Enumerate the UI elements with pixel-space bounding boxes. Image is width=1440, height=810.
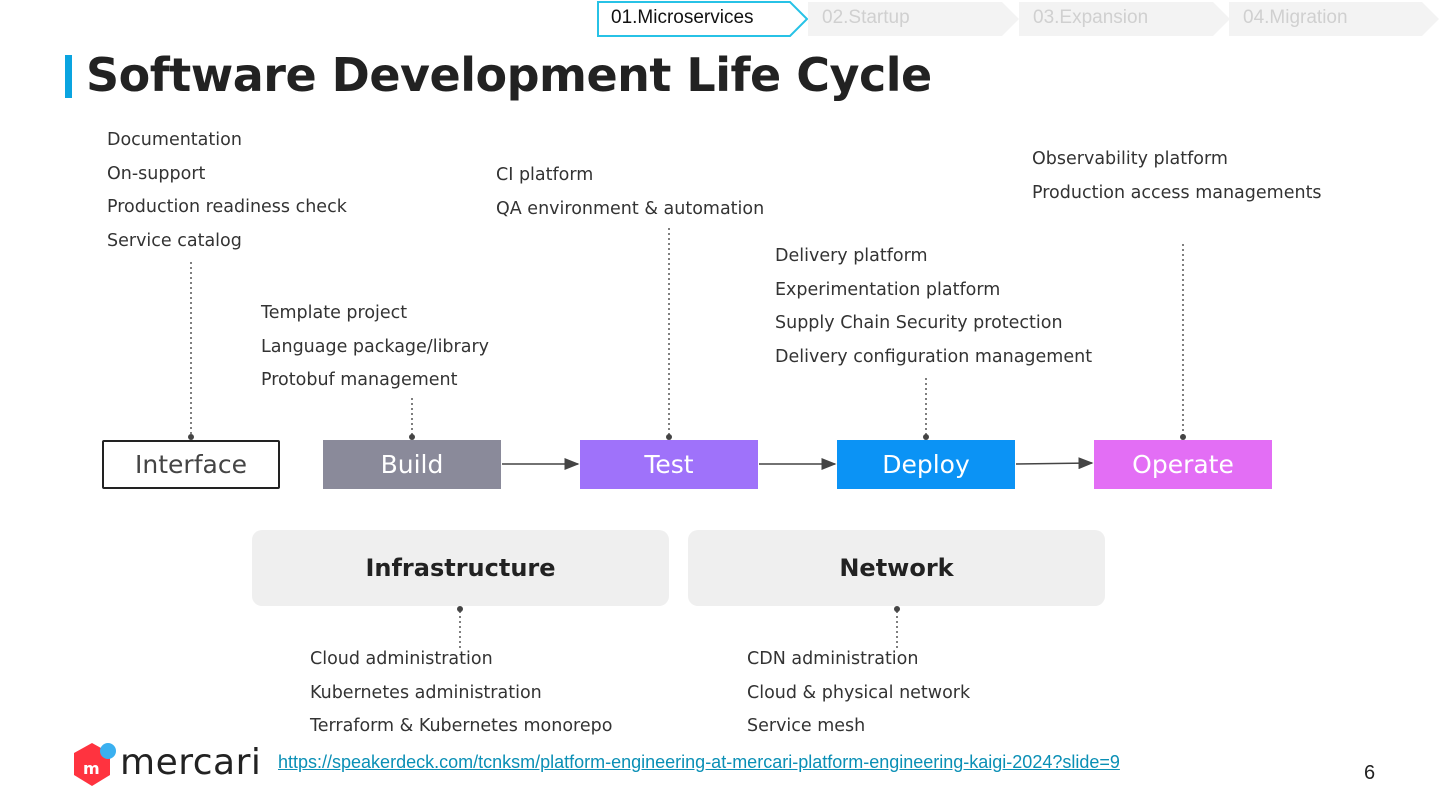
page-title: Software Development Life Cycle bbox=[86, 48, 932, 102]
list-item: Production access managements bbox=[1032, 182, 1322, 203]
breadcrumb-arrow-shape bbox=[1229, 2, 1439, 36]
network-list: CDN administration Cloud & physical netw… bbox=[747, 643, 970, 744]
list-item: Delivery configuration management bbox=[775, 346, 1093, 367]
breadcrumb-arrow-shape bbox=[808, 2, 1019, 36]
breadcrumb-label: 04.Migration bbox=[1243, 7, 1348, 28]
stage-test: Test bbox=[580, 440, 758, 489]
list-item: Kubernetes administration bbox=[310, 682, 542, 703]
list-item: Production readiness check bbox=[107, 197, 347, 217]
list-item: Experimentation platform bbox=[775, 279, 1001, 300]
page-number: 6 bbox=[1364, 762, 1376, 784]
list-item: CDN administration bbox=[747, 649, 919, 669]
breadcrumb-label: 01.Microservices bbox=[611, 7, 754, 28]
operate-list: Observability platform Production access… bbox=[1032, 143, 1322, 210]
list-item: Language package/library bbox=[261, 336, 490, 357]
list-item: Template project bbox=[261, 303, 408, 323]
list-item: Documentation bbox=[107, 130, 242, 150]
stage-interface: Interface bbox=[102, 440, 280, 489]
list-item: Protobuf management bbox=[261, 370, 458, 390]
list-item: Cloud administration bbox=[310, 649, 493, 669]
list-item: Service catalog bbox=[107, 230, 242, 251]
breadcrumb-step-1[interactable]: 01.Microservices bbox=[597, 1, 809, 37]
test-list: CI platform QA environment & automation bbox=[496, 159, 764, 226]
breadcrumb-step-4[interactable]: 04.Migration bbox=[1229, 1, 1440, 36]
list-item: Observability platform bbox=[1032, 149, 1228, 169]
list-item: Terraform & Kubernetes monorepo bbox=[310, 716, 613, 736]
list-item: Cloud & physical network bbox=[747, 682, 971, 703]
list-item: Service mesh bbox=[747, 716, 866, 736]
source-link[interactable]: https://speakerdeck.com/tcnksm/platform-… bbox=[278, 752, 1120, 772]
breadcrumb-step-3[interactable]: 03.Expansion bbox=[1019, 1, 1231, 36]
list-item: CI platform bbox=[496, 165, 594, 185]
breadcrumb-label: 03.Expansion bbox=[1033, 7, 1149, 28]
breadcrumb-arrow-shape bbox=[1019, 2, 1230, 36]
stage-operate: Operate bbox=[1094, 440, 1272, 489]
deploy-list: Delivery platform Experimentation platfo… bbox=[775, 240, 1092, 374]
infrastructure-list: Cloud administration Kubernetes administ… bbox=[310, 643, 612, 744]
stage-deploy: Deploy bbox=[837, 440, 1015, 489]
network-panel: Network bbox=[688, 530, 1105, 606]
infrastructure-panel: Infrastructure bbox=[252, 530, 669, 606]
build-list: Template project Language package/librar… bbox=[261, 297, 489, 398]
breadcrumb-step-2[interactable]: 02.Startup bbox=[808, 1, 1020, 36]
interface-list: Documentation On-support Production read… bbox=[107, 124, 347, 258]
list-item: Supply Chain Security protection bbox=[775, 313, 1063, 333]
list-item: On-support bbox=[107, 163, 206, 184]
stage-build: Build bbox=[323, 440, 501, 489]
breadcrumb-arrow-shape bbox=[597, 1, 809, 37]
mercari-logo-text: mercari bbox=[120, 742, 262, 783]
list-item: QA environment & automation bbox=[496, 198, 765, 219]
mercari-logo-icon: m bbox=[74, 743, 116, 786]
title-accent-bar bbox=[65, 55, 72, 98]
list-item: Delivery platform bbox=[775, 246, 928, 266]
svg-text:m: m bbox=[83, 759, 100, 778]
breadcrumb-label: 02.Startup bbox=[822, 7, 910, 28]
